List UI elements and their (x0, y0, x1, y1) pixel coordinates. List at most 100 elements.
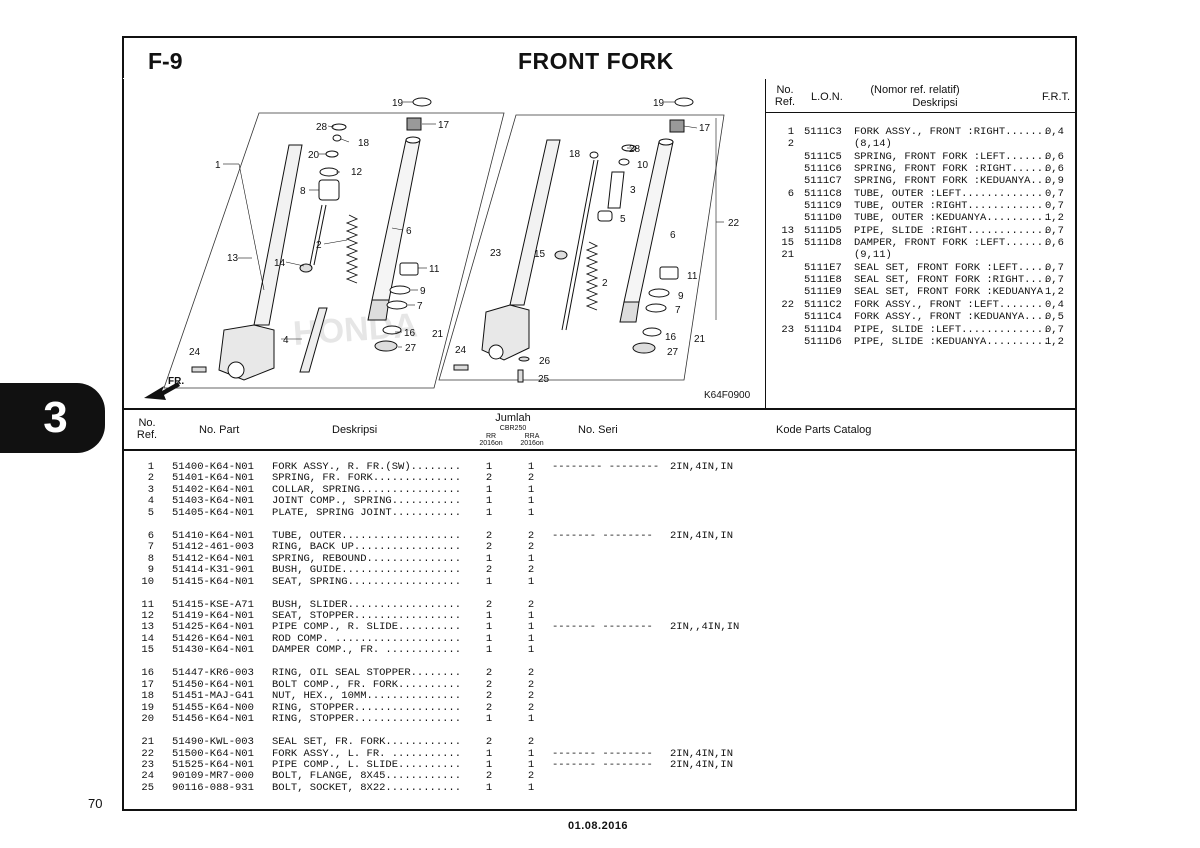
bolt-right (453, 356, 530, 383)
lon-ref: 2 (787, 138, 794, 151)
serial-range: -------- -------- (552, 461, 660, 473)
catalog-code: 2IN,4IN,IN (670, 747, 734, 760)
part-ref: 22 (141, 747, 154, 760)
part-desc: BUSH, GUIDE................... (272, 564, 462, 577)
part-desc: DAMPER COMP., FR. ............ (272, 644, 462, 657)
damper-comp (554, 159, 599, 331)
part-number: 51415-K64-N01 (172, 575, 254, 588)
callout: 26 (539, 356, 551, 367)
qty-rr: 2 (485, 736, 493, 749)
callout: 24 (455, 345, 467, 356)
qty-rra: 1 (527, 713, 535, 726)
part-desc: BOLT, SOCKET, 8X22............ (272, 781, 462, 794)
lon-desc: SEAL SET, FRONT FORK :KEDUANYA (854, 286, 1044, 299)
part-ref: 25 (141, 781, 154, 794)
lon-code: 5111D4 (804, 323, 842, 336)
qty-rr: 2 (485, 564, 493, 577)
lon-code: 5111C7 (804, 175, 842, 188)
lon-desc: SEAL SET, FRONT FORK :RIGHT.... (854, 274, 1050, 287)
callout: 20 (308, 150, 320, 161)
serial-range: ------- -------- (552, 529, 653, 542)
qty-rra: 1 (527, 552, 535, 565)
qty-rra: 2 (527, 564, 535, 577)
qty-rra: 1 (527, 495, 535, 508)
part-number: 51412-461-003 (172, 541, 254, 554)
callout: 24 (189, 347, 201, 358)
part-desc: RING, STOPPER................. (272, 713, 462, 726)
part-desc: BUSH, SLIDER.................. (272, 598, 462, 611)
spring-joint (299, 307, 328, 373)
callout: 21 (432, 329, 444, 340)
parts-header-rra: RRA (524, 433, 540, 440)
part-ref: 18 (141, 690, 154, 703)
qty-rr: 1 (485, 758, 493, 771)
callout: 12 (351, 167, 363, 178)
lon-desc: PIPE, SLIDE :LEFT.............. (854, 323, 1050, 336)
part-ref: 23 (141, 758, 154, 771)
lon-frt: 1,2 (1045, 212, 1064, 225)
part-number: 51402-K64-N01 (172, 483, 254, 496)
callout: 9 (678, 291, 684, 302)
part-desc: RING, BACK UP................. (272, 541, 462, 554)
callout: 22 (728, 218, 740, 229)
qty-rra: 1 (527, 609, 535, 622)
part-ref: 4 (147, 495, 154, 508)
part-number: 51455-K64-N00 (172, 701, 254, 714)
part-number: 51403-K64-N01 (172, 495, 254, 508)
callout: 11 (687, 271, 698, 282)
callout: 28 (629, 144, 641, 155)
lon-desc: PIPE, SLIDE :RIGHT............. (854, 224, 1050, 237)
lon-desc: SPRING, FRONT FORK :LEFT....... (854, 150, 1050, 163)
fork-spring-right (585, 241, 599, 311)
part-number: 51410-K64-N01 (172, 529, 254, 542)
callout: 28 (316, 122, 328, 133)
part-number: 51415-KSE-A71 (172, 598, 254, 611)
diagram-code: K64F0900 (704, 390, 751, 401)
lon-code: 5111E8 (804, 274, 842, 287)
part-ref: 1 (147, 461, 154, 473)
parts-header-deskripsi: Deskripsi (332, 424, 378, 436)
qty-rr: 1 (485, 552, 493, 565)
lon-frt: 0,4 (1045, 126, 1064, 138)
qty-rr: 2 (485, 701, 493, 714)
qty-rra: 2 (527, 598, 535, 611)
callout-labels: 19 28 18 20 12 8 1 13 14 2 6 11 9 7 16 2… (189, 98, 740, 385)
lon-desc: TUBE, OUTER :RIGHT............ (854, 200, 1044, 213)
part-desc: BOLT COMP., FR. FORK.......... (272, 678, 462, 691)
rod-comp (299, 204, 327, 273)
qty-rr: 1 (485, 575, 493, 588)
lon-frt: 0,7 (1045, 187, 1064, 200)
qty-rr: 1 (485, 461, 493, 473)
parts-header-divider (123, 449, 1077, 451)
qty-rra: 1 (527, 575, 535, 588)
part-desc: TUBE, OUTER................... (272, 529, 462, 542)
part-ref: 11 (141, 598, 154, 611)
qty-rr: 2 (485, 472, 493, 485)
fork-spring-left (345, 214, 359, 284)
lon-frt: 1,2 (1045, 335, 1064, 348)
part-ref: 3 (147, 483, 154, 496)
callout: 25 (538, 374, 550, 385)
qty-rr: 2 (485, 667, 493, 680)
qty-rra: 1 (527, 461, 535, 473)
qty-rr: 1 (485, 621, 493, 634)
qty-rra: 1 (527, 506, 535, 519)
seal-stack-right (632, 266, 679, 354)
part-ref: 9 (147, 564, 154, 577)
qty-rr: 2 (485, 770, 493, 783)
lon-frt: 0,9 (1045, 175, 1064, 188)
part-desc: RING, OIL SEAL STOPPER........ (272, 667, 462, 680)
lon-desc: (8,14) (854, 138, 892, 151)
collar-spring (597, 171, 625, 222)
qty-rra: 2 (527, 529, 535, 542)
